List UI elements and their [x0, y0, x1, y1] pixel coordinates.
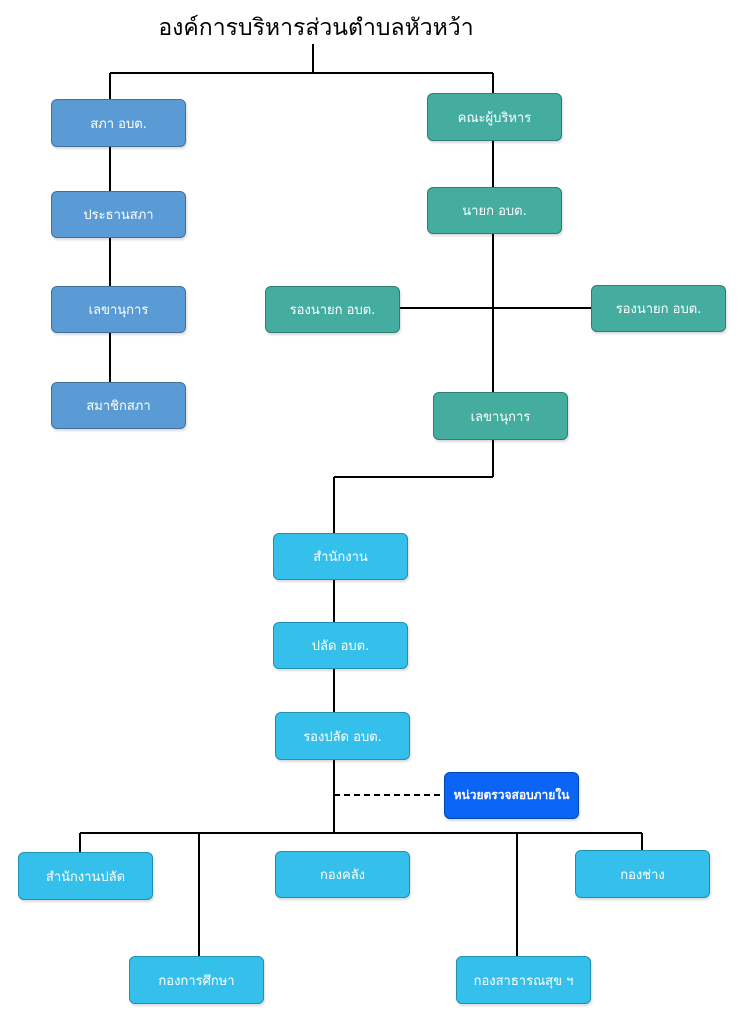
education-division-box: กองการศึกษา [129, 956, 264, 1004]
internal-audit-box: หน่วยตรวจสอบภายใน [444, 772, 579, 819]
executive-board-box: คณะผู้บริหาร [427, 93, 562, 141]
clerk-office-division-box: สำนักงานปลัด [18, 852, 153, 900]
public-health-division-box: กองสาธารณสุข ฯ [456, 956, 591, 1004]
council-chairman-box: ประธานสภา [51, 191, 186, 238]
council-box: สภา อบต. [51, 99, 186, 147]
page-title: องค์การบริหารส่วนตำบลหัวหว้า [158, 15, 474, 41]
council-member-box: สมาชิกสภา [51, 382, 186, 429]
deputy-mayor-left-box: รองนายก อบต. [265, 286, 400, 333]
engineering-division-box: กองช่าง [575, 850, 710, 898]
deputy-clerk-box: รองปลัด อบต. [275, 712, 410, 760]
office-box: สำนักงาน [273, 533, 408, 580]
finance-division-box: กองคลัง [275, 851, 410, 898]
executive-secretary-box: เลขานุการ [433, 392, 568, 440]
clerk-box: ปลัด อบต. [273, 622, 408, 669]
mayor-box: นายก อบต. [427, 187, 562, 234]
council-secretary-box: เลขานุการ [51, 286, 186, 333]
deputy-mayor-right-box: รองนายก อบต. [591, 285, 726, 332]
